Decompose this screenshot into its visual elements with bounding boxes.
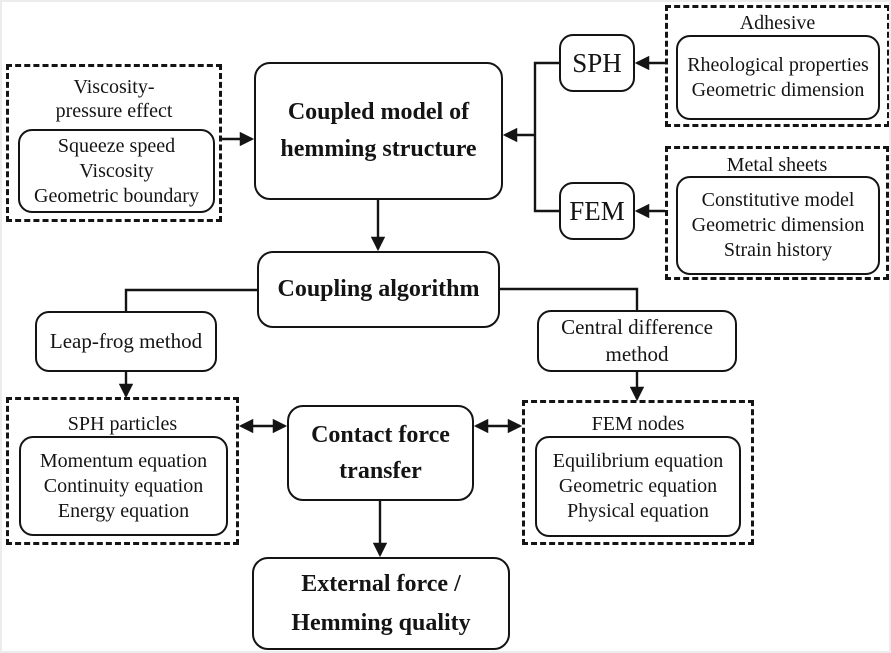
group-title-line: pressure effect — [55, 100, 173, 122]
list-item: Equilibrium equation — [552, 450, 724, 472]
list-item: Geometric boundary — [34, 184, 199, 207]
group-title: FEM nodes — [591, 413, 685, 435]
list-item: Geometric dimension — [691, 214, 865, 236]
node-label: FEM — [569, 195, 625, 226]
list-item: Continuity equation — [43, 474, 204, 497]
group-viscosity-pressure-effect: Viscosity- pressure effect Squeeze speed… — [6, 64, 222, 222]
node-external-force-hemming-quality: External force / Hemming quality — [252, 557, 510, 650]
group-title-line: Viscosity- — [73, 76, 155, 98]
node-coupling-algorithm: Coupling algorithm — [257, 251, 500, 328]
list-item: Energy equation — [57, 499, 190, 522]
node-sph: SPH — [559, 34, 635, 92]
sph-particles-items-box: Momentum equation Continuity equation En… — [19, 436, 228, 536]
node-central-difference-method: Central difference method — [537, 310, 737, 372]
list-item: Geometric equation — [558, 475, 718, 497]
group-title: SPH particles — [67, 413, 178, 435]
fem-nodes-items-box: Equilibrium equation Geometric equation … — [535, 436, 741, 537]
node-label-line: transfer — [339, 458, 422, 484]
group-title: Adhesive — [739, 12, 816, 34]
viscosity-items-box: Squeeze speed Viscosity Geometric bounda… — [18, 129, 215, 213]
node-label-line: Central difference — [561, 315, 713, 339]
elbow-coupling-to-central — [500, 287, 639, 310]
group-metal-sheets: Metal sheets Constitutive model Geometri… — [665, 146, 889, 280]
node-fem: FEM — [559, 182, 635, 240]
list-item: Strain history — [723, 239, 833, 261]
node-label-line: Hemming quality — [291, 609, 471, 636]
list-item: Constitutive model — [701, 189, 855, 211]
group-title: Metal sheets — [726, 154, 828, 176]
list-item: Squeeze speed — [57, 134, 176, 157]
metal-items-box: Constitutive model Geometric dimension S… — [676, 176, 880, 275]
list-item: Viscosity — [79, 159, 154, 182]
group-sph-particles: SPH particles Momentum equation Continui… — [6, 397, 239, 545]
elbow-coupling-to-leapfrog — [124, 288, 257, 311]
node-label: Leap-frog method — [49, 329, 203, 353]
list-item: Physical equation — [567, 500, 709, 522]
node-label: Coupling algorithm — [277, 276, 480, 302]
group-adhesive: Adhesive Rheological properties Geometri… — [665, 5, 889, 127]
node-label-line: External force / — [301, 570, 461, 597]
adhesive-items-box: Rheological properties Geometric dimensi… — [676, 35, 880, 120]
node-coupled-model: Coupled model of hemming structure — [254, 62, 503, 200]
node-label: SPH — [572, 47, 622, 78]
bracket-sph-fem — [533, 61, 559, 213]
node-label-line: Coupled model of — [287, 99, 470, 125]
list-item: Rheological properties — [687, 53, 869, 76]
node-leap-frog-method: Leap-frog method — [35, 311, 217, 372]
group-fem-nodes: FEM nodes Equilibrium equation Geometric… — [522, 400, 754, 545]
group-title: Viscosity- pressure effect — [9, 75, 219, 123]
node-contact-force-transfer: Contact force transfer — [287, 405, 474, 501]
node-label-line: Contact force — [311, 422, 450, 448]
node-label-line: method — [605, 342, 669, 366]
list-item: Geometric dimension — [691, 78, 865, 101]
list-item: Momentum equation — [39, 449, 208, 472]
node-label-line: hemming structure — [280, 136, 477, 162]
